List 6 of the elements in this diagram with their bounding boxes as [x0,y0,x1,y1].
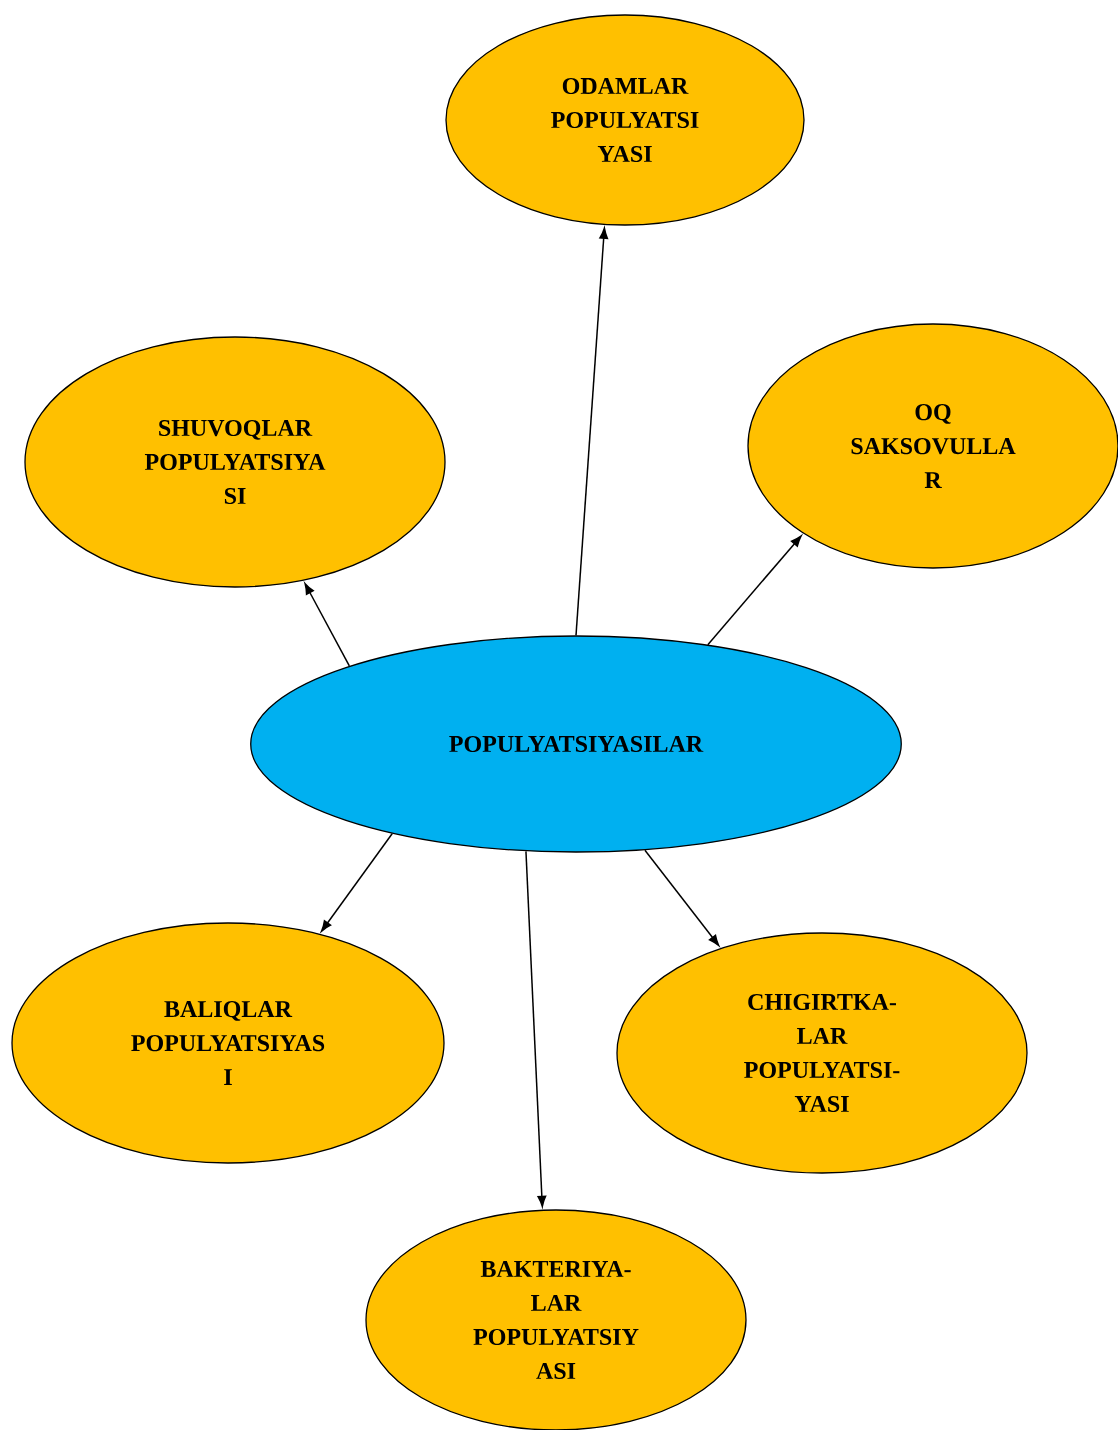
arrow [320,832,393,932]
arrow [707,535,802,646]
arrow [304,582,351,667]
arrow [525,850,547,1208]
arrow [575,227,609,637]
arrow [644,849,720,947]
